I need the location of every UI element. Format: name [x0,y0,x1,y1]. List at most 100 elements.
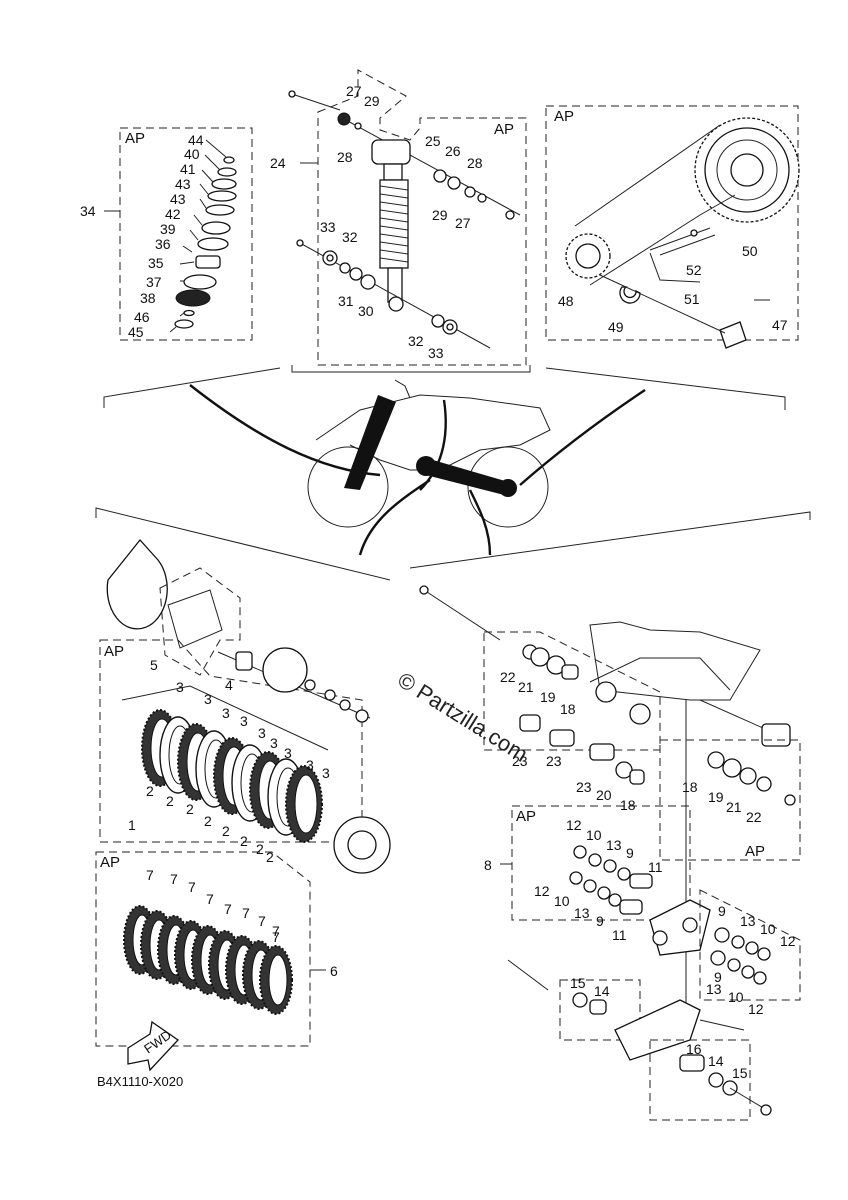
callout-label: 37 [146,274,162,290]
callout-label: 38 [140,290,156,306]
callout-label: 14 [708,1053,724,1069]
plate-label: 2 [186,801,194,817]
callout-label: 49 [608,319,624,335]
callout-label: 29 [364,93,380,109]
callout-label: 23 [576,779,592,795]
callout-label: 43 [175,176,191,192]
clutch-group: AP [99,538,391,874]
plate-label: 2 [146,783,154,799]
callout-label: 25 [425,133,441,149]
callout-label: 13 [606,837,622,853]
callout-label: 5 [150,657,158,673]
callout-label: 43 [170,191,186,207]
plate-label: 7 [242,905,250,921]
plate-label: 2 [266,849,274,865]
callout-label: 48 [558,293,574,309]
callout-label: 10 [554,893,570,909]
callout-label: 21 [518,679,534,695]
callout-label: 11 [648,859,663,875]
callout-label: 19 [540,689,556,705]
callout-label: 13 [574,905,590,921]
callout-label: 10 [760,921,776,937]
callout-label: 50 [742,243,758,259]
callout-label: 46 [134,309,150,325]
callout-label: 33 [428,345,444,361]
callout-label: 32 [408,333,424,349]
callout-label: 13 [740,913,756,929]
callout-label: 8 [484,857,492,873]
swingarm-group: AP AP [419,585,801,1121]
callout-label: 18 [620,797,636,813]
plate-label: 3 [240,713,248,729]
callout-label: 18 [560,701,576,717]
friction-plates-group: AP FWD [95,851,326,1072]
plate-label: 7 [188,879,196,895]
plate-label: 3 [284,745,292,761]
diagram-code: B4X1110-X020 [97,1074,183,1089]
callout-label: 21 [726,799,742,815]
callout-label: 24 [270,155,286,171]
plate-label: 3 [258,725,266,741]
plate-label: 7 [258,913,266,929]
callout-label: 26 [445,143,461,159]
callout-label: 22 [500,669,516,685]
ap-tag: AP [104,643,124,660]
callout-label: 19 [708,789,724,805]
plate-label: 2 [166,793,174,809]
plate-label: 3 [306,757,314,773]
callout-label: 30 [358,303,374,319]
callout-label: 12 [566,817,582,833]
ap-tag: AP [516,808,536,825]
callout-label: 13 [706,981,722,997]
plate-label: 2 [256,841,264,857]
callout-label: 28 [467,155,483,171]
callout-label: 27 [346,83,362,99]
steering-bearing-group: AP [104,127,253,341]
callout-label: 9 [626,845,634,861]
callout-label: 36 [155,236,171,252]
callout-label: 29 [432,207,448,223]
callout-label: 15 [732,1065,748,1081]
plate-label: 7 [224,901,232,917]
callout-label: 12 [780,933,796,949]
rear-shock-group: AP [288,69,531,373]
callout-label: 27 [455,215,471,231]
callout-label: 10 [728,989,744,1005]
callout-label: 47 [772,317,788,333]
callout-label: 35 [148,255,164,271]
callout-label: 39 [160,221,176,237]
ap-tag: AP [125,130,145,147]
callout-label: 32 [342,229,358,245]
plate-label: 2 [204,813,212,829]
callout-label: 14 [594,983,610,999]
ap-tag: AP [494,121,514,138]
callout-label: 12 [748,1001,764,1017]
callout-label: 11 [612,927,627,943]
callout-label: 22 [746,809,762,825]
plate-label: 3 [204,691,212,707]
callout-label: 33 [320,219,336,235]
callout-label: 23 [512,753,528,769]
callout-label: 9 [596,913,604,929]
clutch-plate-inner [268,954,288,1006]
plate-label: 3 [176,679,184,695]
plate-label: 7 [272,929,280,945]
callout-labels: 4440414343423936353738464534272928242526… [80,83,796,1081]
callout-label: 51 [684,291,700,307]
plate-label: 3 [322,765,330,781]
plate-label: 7 [272,923,280,939]
callout-label: 20 [596,787,612,803]
callout-label: 15 [570,975,586,991]
callout-label: 23 [546,753,562,769]
ap-tag: AP [745,843,765,860]
callout-label: 31 [338,293,354,309]
callout-label: 34 [80,203,96,219]
callout-label: 9 [718,903,726,919]
callout-label: 4 [225,677,233,693]
plate-label: 7 [206,891,214,907]
plate-label: 7 [146,867,154,883]
motorcycle-outline [95,367,811,581]
plate-label: 2 [240,833,248,849]
callout-label: 18 [682,779,698,795]
